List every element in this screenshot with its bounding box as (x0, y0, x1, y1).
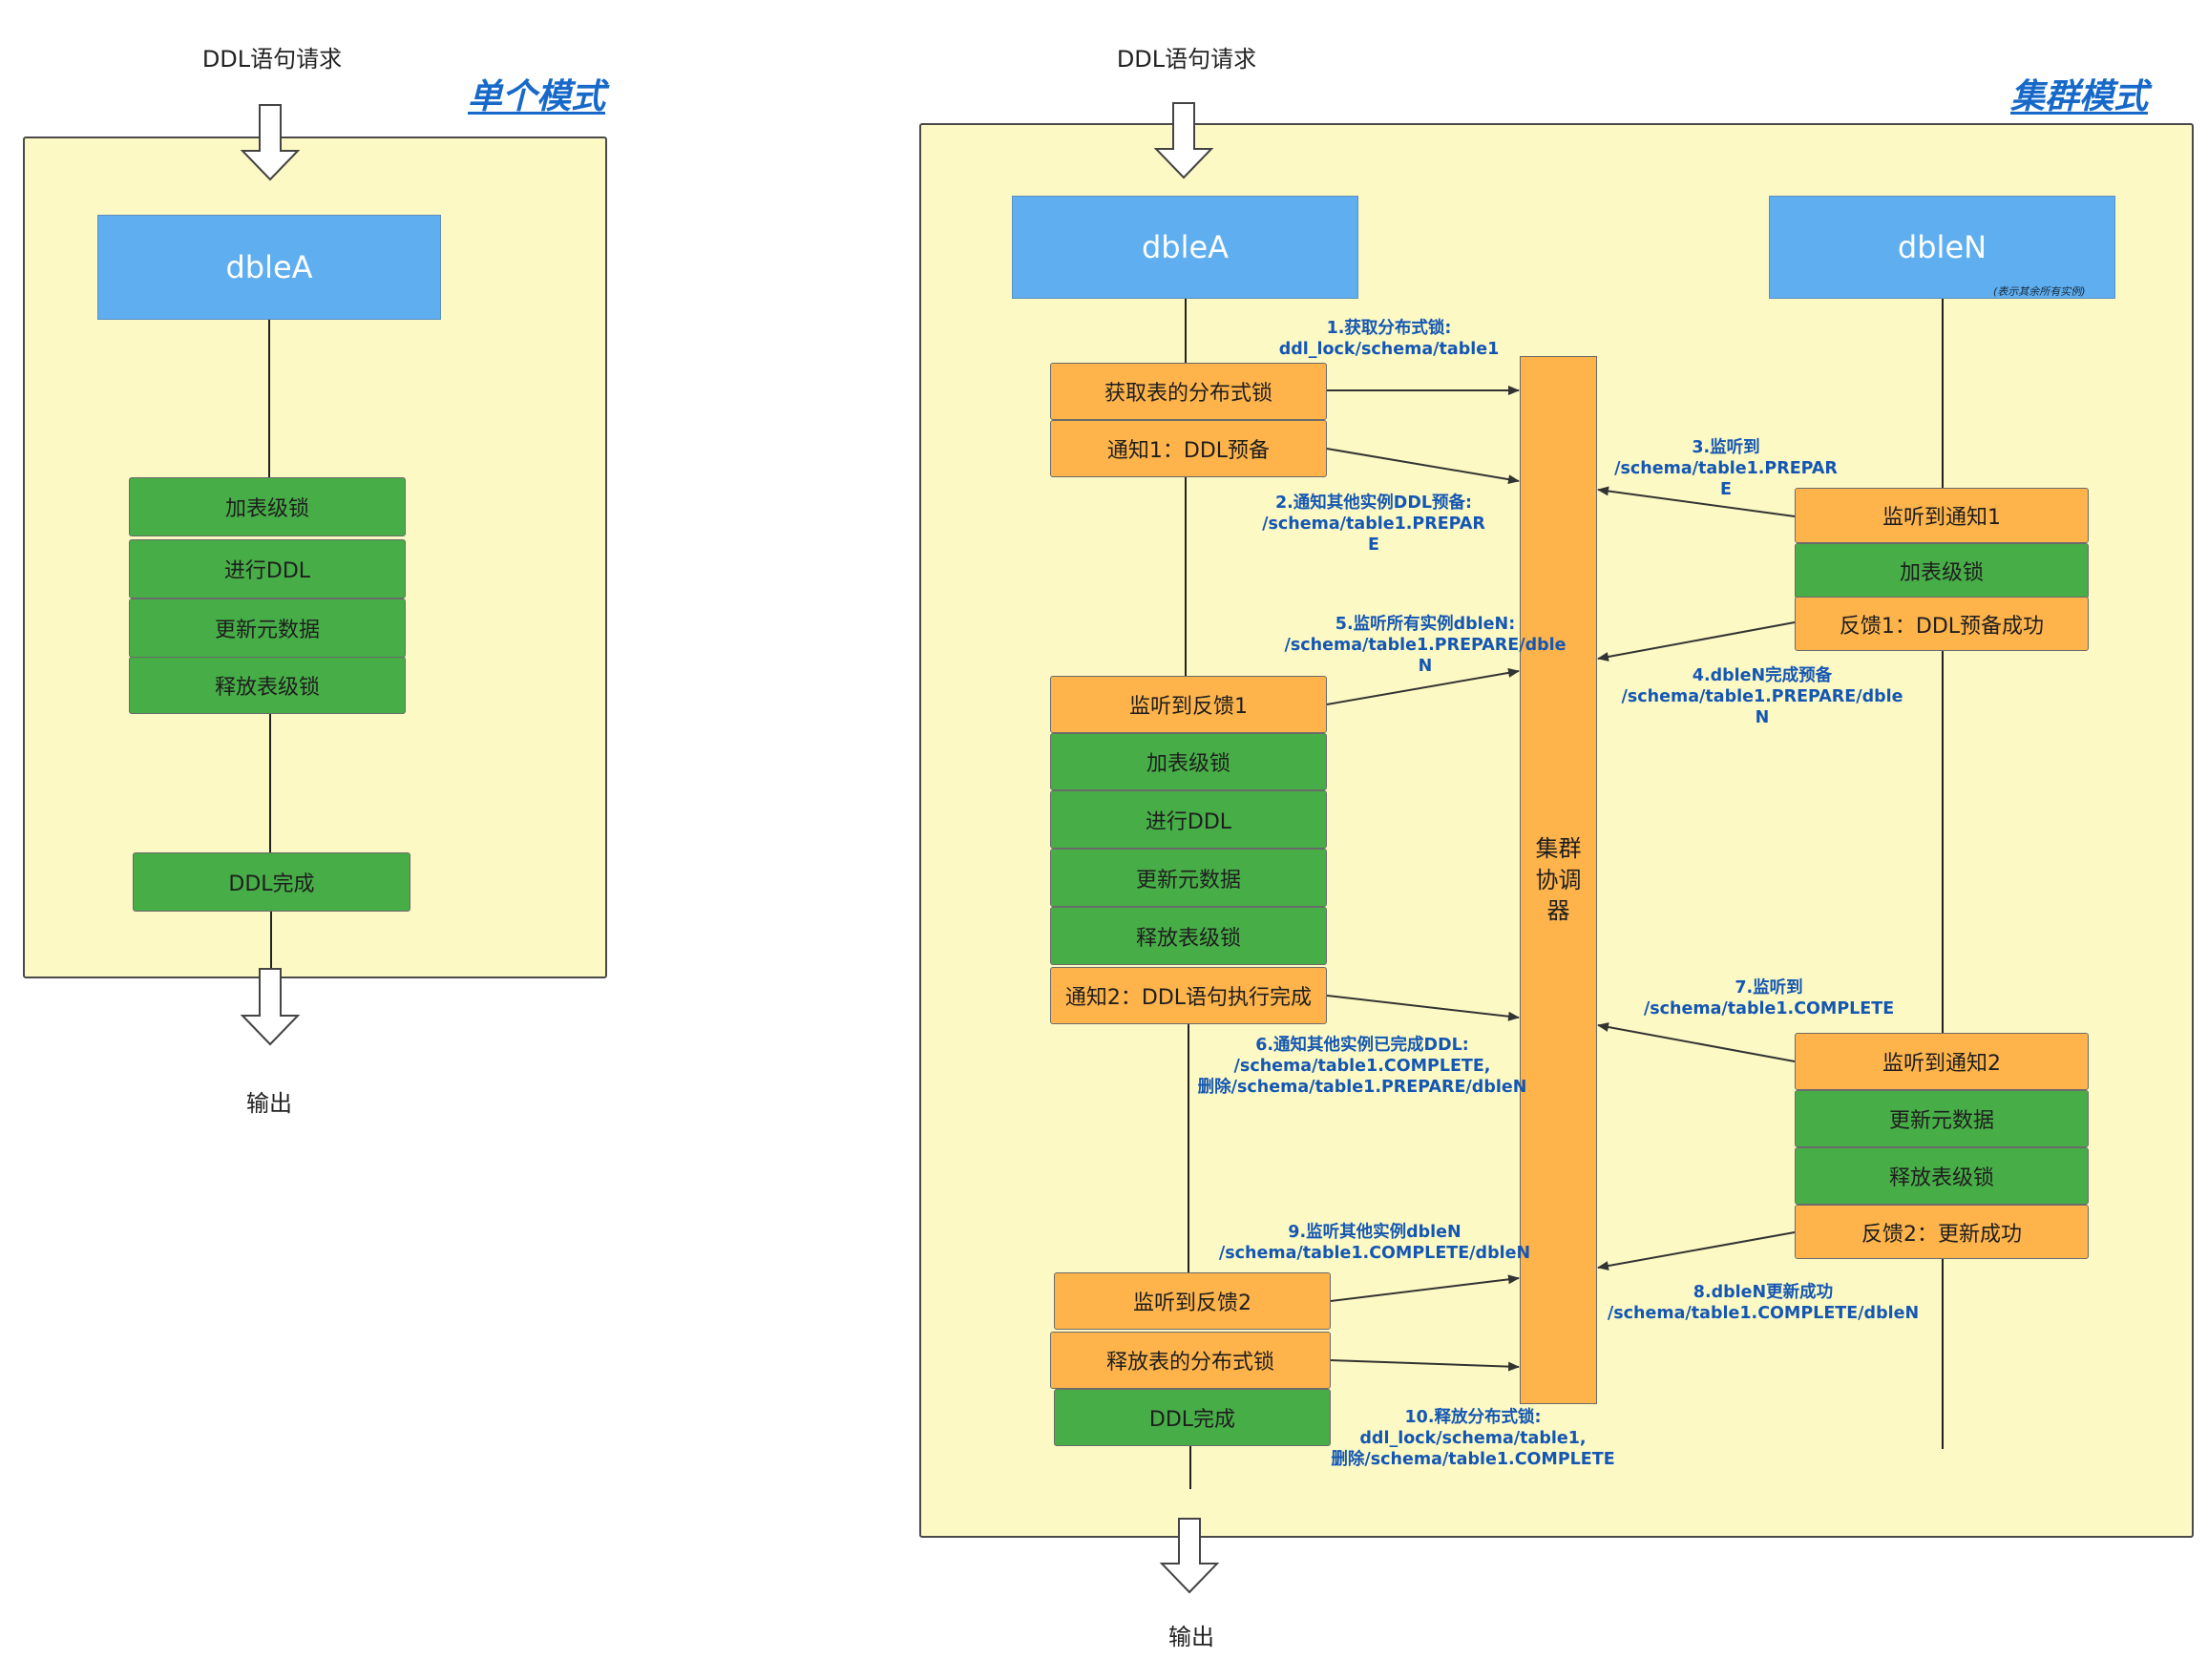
arrow-9 (1330, 1274, 1520, 1302)
a-heard-feedback1: 监听到反馈1 (1050, 676, 1327, 733)
step-label-5: 5.监听所有实例dbleN: /schema/table1.PREPARE/db… (1284, 615, 1567, 676)
a-ddl-done: DDL完成 (1054, 1389, 1331, 1446)
step-label-2: 2.通知其他实例DDL预备: /schema/table1.PREPAR E (1262, 494, 1485, 555)
single-step-unlock: 释放表级锁 (129, 657, 406, 714)
single-step-ddl: 进行DDL (129, 539, 406, 598)
a-step-ddl: 进行DDL (1050, 790, 1327, 849)
a-notify-complete: 通知2：DDL语句执行完成 (1050, 967, 1327, 1024)
n-step-unlock: 释放表级锁 (1795, 1147, 2089, 1205)
cluster-output-arrow (1159, 1518, 1220, 1594)
cluster-mode-title: 集群模式 (2010, 77, 2149, 116)
step-label-7: 7.监听到 /schema/table1.COMPLETE (1643, 978, 1895, 1018)
step-label-8: 8.dbleN更新成功 /schema/table1.COMPLETE/dble… (1607, 1283, 1920, 1323)
cluster-dblea-node: dbleA (1012, 196, 1358, 299)
a-step-metadata: 更新元数据 (1050, 849, 1327, 907)
n-heard-notify1: 监听到通知1 (1795, 488, 2089, 543)
a-release-dist-lock: 释放表的分布式锁 (1050, 1332, 1331, 1389)
a-acquire-dist-lock: 获取表的分布式锁 (1050, 363, 1327, 420)
arrow-4 (1597, 621, 1796, 662)
cluster-output-label: 输出 (1168, 1624, 1214, 1650)
arrow-7 (1597, 1022, 1796, 1062)
a-step-lock: 加表级锁 (1050, 733, 1327, 790)
n-step-metadata: 更新元数据 (1795, 1090, 2089, 1147)
single-request-label: DDL语句请求 (201, 46, 343, 73)
arrow-3 (1597, 486, 1796, 517)
step-label-4: 4.dbleN完成预备 /schema/table1.PREPARE/dble … (1621, 666, 1903, 727)
cluster-request-label: DDL语句请求 (1116, 46, 1257, 73)
arrow-2 (1326, 448, 1520, 485)
single-input-arrow (240, 104, 301, 181)
step-label-1: 1.获取分布式锁: ddl_lock/schema/table1 (1278, 319, 1500, 359)
arrow-5 (1326, 667, 1520, 705)
arrow-10 (1330, 1359, 1520, 1372)
single-output-label: 输出 (246, 1090, 292, 1117)
a-step-unlock: 释放表级锁 (1050, 907, 1327, 965)
cluster-dblen-node: dbleN (1769, 196, 2115, 299)
coordinator-label: 集群 协调 器 (1535, 835, 1582, 925)
step-label-6: 6.通知其他实例已完成DDL: /schema/table1.COMPLETE,… (1197, 1036, 1527, 1097)
single-step-metadata: 更新元数据 (129, 598, 406, 658)
step-label-10: 10.释放分布式锁: ddl_lock/schema/table1, 删除/sc… (1331, 1408, 1615, 1469)
arrow-8 (1597, 1231, 1796, 1270)
n-feedback2: 反馈2：更新成功 (1795, 1205, 2089, 1259)
step-label-3: 3.监听到 /schema/table1.PREPAR E (1614, 438, 1838, 499)
step-label-9: 9.监听其他实例dbleN /schema/table1.COMPLETE/db… (1218, 1223, 1531, 1263)
dblen-note: (表示其余所有实例) (1993, 285, 2086, 298)
cluster-input-arrow (1153, 102, 1214, 179)
arrow-6 (1326, 995, 1520, 1021)
single-output-arrow (240, 968, 301, 1046)
single-dblea-node: dbleA (97, 215, 441, 320)
cluster-coordinator: 集群 协调 器 (1520, 356, 1597, 1404)
a-notify-prepare: 通知1：DDL预备 (1050, 420, 1327, 477)
a-heard-feedback2: 监听到反馈2 (1054, 1272, 1331, 1330)
n-feedback1: 反馈1：DDL预备成功 (1795, 597, 2089, 651)
n-step-lock: 加表级锁 (1795, 543, 2089, 598)
single-mode-title: 单个模式 (468, 77, 606, 116)
n-heard-notify2: 监听到通知2 (1795, 1033, 2089, 1090)
single-step-lock: 加表级锁 (129, 477, 406, 536)
single-ddl-done: DDL完成 (133, 852, 410, 912)
